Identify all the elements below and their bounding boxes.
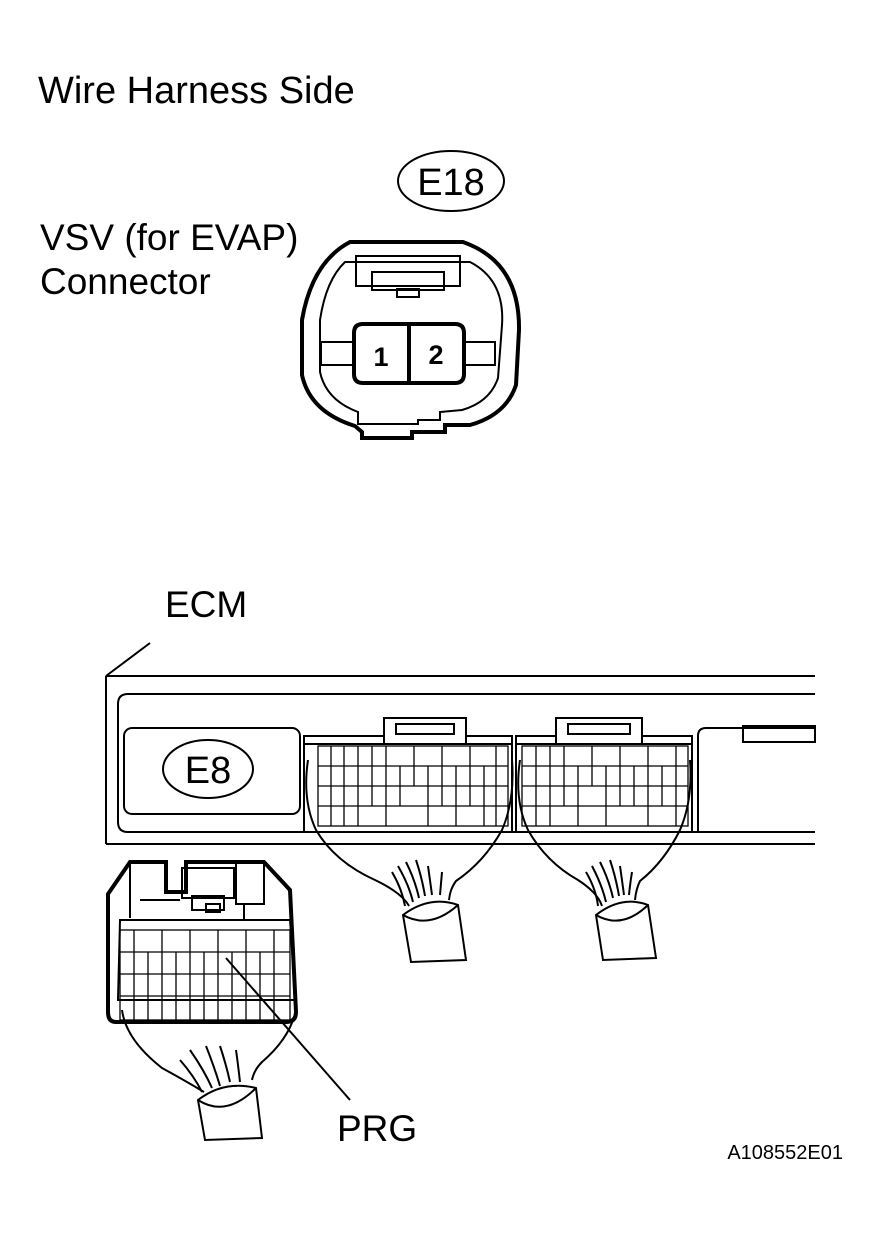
ecm-connector-3 xyxy=(515,717,693,962)
connector-label-line1: VSV (for EVAP) xyxy=(40,217,298,258)
e8-harness-connector xyxy=(106,860,351,1142)
ecm-connector-2 xyxy=(303,717,514,964)
ecm-connector-code-badge xyxy=(162,739,254,799)
connector-code-e18: E18 xyxy=(417,162,485,204)
figure-id: A108552E01 xyxy=(727,1142,843,1164)
page-title: Wire Harness Side xyxy=(38,70,355,112)
pin-2-label: 2 xyxy=(428,340,443,370)
terminal-label-prg: PRG xyxy=(337,1108,417,1149)
ecm-label: ECM xyxy=(165,584,247,625)
vsv-connector-drawing: 1 2 xyxy=(300,240,522,440)
pin-1-label: 1 xyxy=(373,342,388,372)
ecm-leader-line xyxy=(105,642,151,677)
e8-pin-grid xyxy=(119,929,291,1021)
connector-label-line2: Connector xyxy=(40,261,211,302)
connector-2-pin-grid xyxy=(317,745,509,827)
connector-code-badge xyxy=(397,150,505,212)
ecm-body: E8 xyxy=(105,675,816,845)
prg-leader-line xyxy=(225,957,351,1101)
ecm-connector-code-e8: E8 xyxy=(185,750,231,792)
connector-3-pin-grid xyxy=(521,745,689,827)
